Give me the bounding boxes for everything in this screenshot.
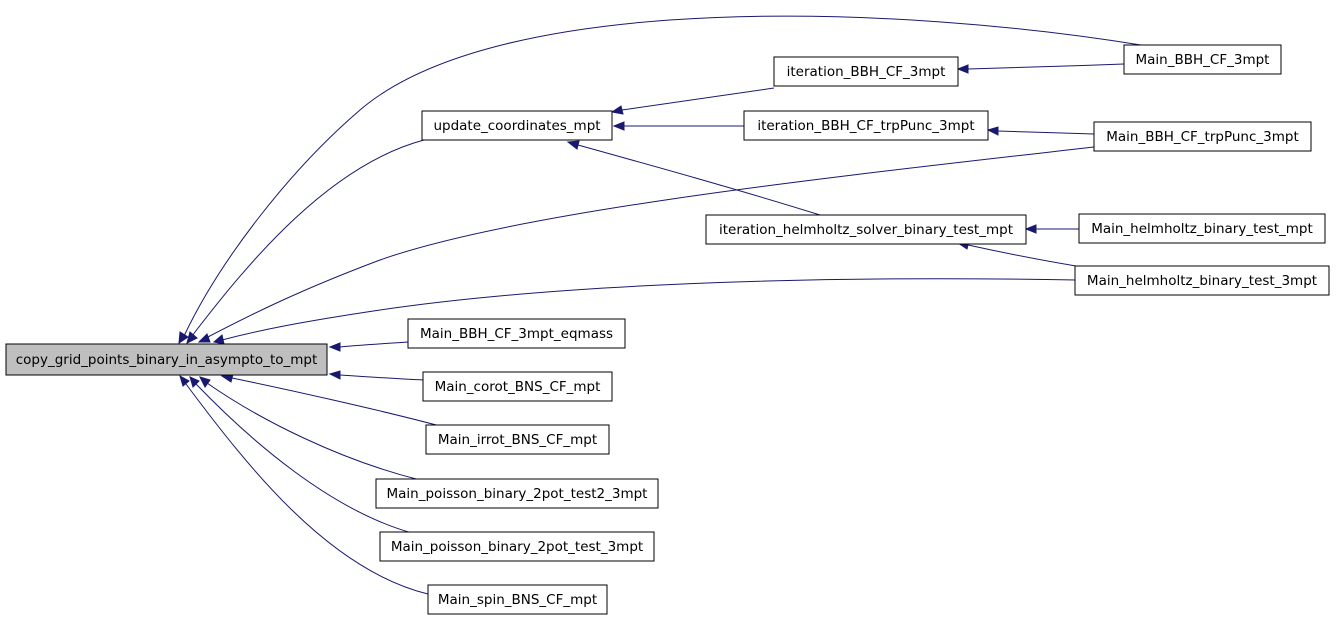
- node-main-helmholtz-label: Main_helmholtz_binary_test_mpt: [1091, 221, 1313, 237]
- node-iteration-helmholtz-label: iteration_helmholtz_solver_binary_test_m…: [719, 222, 1013, 238]
- node-root[interactable]: copy_grid_points_binary_in_asympto_to_mp…: [5, 343, 328, 376]
- edge-main-poisson-test-to-root: [189, 376, 413, 534]
- edge-main-bbh-trppunc-to-root: [197, 146, 1095, 343]
- node-main-bbh-label: Main_BBH_CF_3mpt: [1136, 52, 1270, 68]
- node-root-label: copy_grid_points_binary_in_asympto_to_mp…: [16, 352, 318, 368]
- edge-main-spin-to-root: [179, 374, 429, 595]
- node-main-poisson-test2[interactable]: Main_poisson_binary_2pot_test2_3mpt: [375, 478, 659, 509]
- node-update-coordinates[interactable]: update_coordinates_mpt: [421, 110, 613, 141]
- node-main-bbh-trppunc-label: Main_BBH_CF_trpPunc_3mpt: [1106, 129, 1299, 145]
- node-main-corot[interactable]: Main_corot_BNS_CF_mpt: [422, 371, 613, 402]
- edge-iteration-bbh-to-update: [610, 87, 775, 115]
- node-main-bbh-trppunc[interactable]: Main_BBH_CF_trpPunc_3mpt: [1093, 121, 1312, 152]
- node-main-poisson-test[interactable]: Main_poisson_binary_2pot_test_3mpt: [379, 531, 655, 562]
- node-main-helmholtz-3mpt[interactable]: Main_helmholtz_binary_test_3mpt: [1074, 265, 1330, 296]
- node-iteration-bbh-label: iteration_BBH_CF_3mpt: [787, 64, 946, 80]
- node-main-irrot-label: Main_irrot_BNS_CF_mpt: [438, 432, 597, 448]
- node-main-bbh-eqmass-label: Main_BBH_CF_3mpt_eqmass: [420, 326, 613, 342]
- node-main-bbh[interactable]: Main_BBH_CF_3mpt: [1123, 44, 1282, 75]
- node-main-poisson-test2-label: Main_poisson_binary_2pot_test2_3mpt: [387, 486, 648, 502]
- node-main-helmholtz[interactable]: Main_helmholtz_binary_test_mpt: [1078, 213, 1326, 244]
- node-iteration-helmholtz[interactable]: iteration_helmholtz_solver_binary_test_m…: [705, 214, 1027, 245]
- node-iteration-bbh-trppunc[interactable]: iteration_BBH_CF_trpPunc_3mpt: [743, 110, 989, 141]
- edge-main-bbh-to-root: [178, 15, 1148, 344]
- edge-main-bbh-eqmass-to-root: [328, 341, 409, 352]
- edge-iteration-helmholtz-to-update: [566, 140, 821, 216]
- node-main-corot-label: Main_corot_BNS_CF_mpt: [435, 379, 601, 395]
- edge-main-irrot-to-root: [220, 373, 441, 427]
- edge-main-bbh-trppunc-to-iteration-bbh-trppunc: [986, 126, 1095, 136]
- edge-main-corot-to-root: [328, 370, 425, 381]
- node-update-coordinates-label: update_coordinates_mpt: [433, 118, 600, 134]
- edge-main-bbh-to-iteration-bbh: [956, 63, 1125, 74]
- node-main-spin-label: Main_spin_BNS_CF_mpt: [438, 592, 597, 608]
- node-main-spin[interactable]: Main_spin_BNS_CF_mpt: [427, 584, 608, 615]
- edge-main-helmholtz-3mpt-to-root: [212, 278, 1077, 345]
- edge-main-helmholtz-to-iteration-helmholtz: [1024, 224, 1081, 234]
- node-main-irrot[interactable]: Main_irrot_BNS_CF_mpt: [425, 424, 610, 455]
- node-main-poisson-test-label: Main_poisson_binary_2pot_test_3mpt: [391, 539, 643, 555]
- node-main-bbh-eqmass[interactable]: Main_BBH_CF_3mpt_eqmass: [407, 318, 626, 349]
- node-iteration-bbh-trppunc-label: iteration_BBH_CF_trpPunc_3mpt: [757, 118, 974, 134]
- edge-main-helmholtz-3mpt-to-iteration-helmholtz: [956, 240, 1077, 267]
- node-main-helmholtz-3mpt-label: Main_helmholtz_binary_test_3mpt: [1087, 273, 1317, 289]
- node-iteration-bbh[interactable]: iteration_BBH_CF_3mpt: [773, 56, 959, 87]
- edge-update-to-root: [186, 139, 425, 344]
- edge-main-poisson-test2-to-root: [199, 376, 421, 481]
- edge-iteration-bbh-trppunc-to-update: [612, 121, 744, 131]
